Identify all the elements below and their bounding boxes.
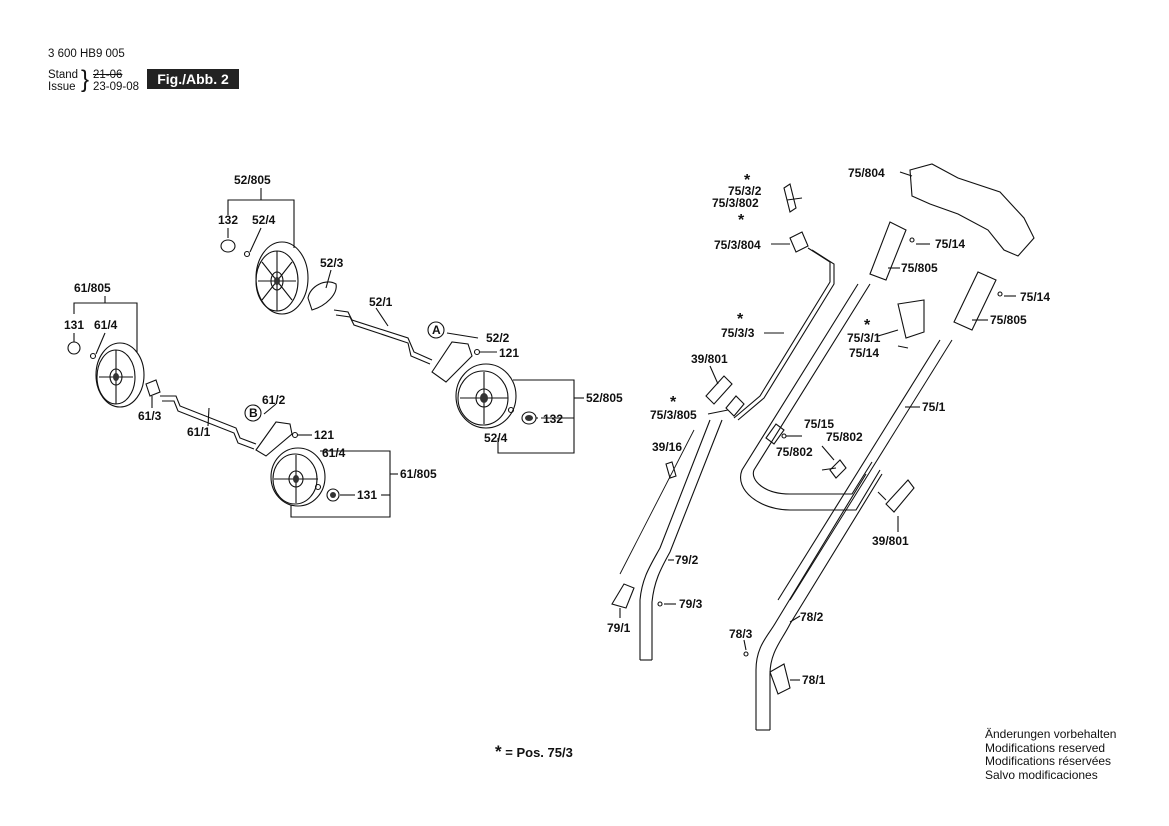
bracket-75-3-1: [897, 299, 925, 339]
hub-cap-131: [67, 341, 81, 355]
label-75-805-a: 75/805: [901, 261, 938, 275]
pin-39-16: [665, 461, 677, 479]
label-52-2: 52/2: [486, 331, 510, 345]
cable-clip-75-3-2: [783, 183, 797, 213]
label-75-14-c: 75/14: [849, 346, 879, 360]
part-75-802: [829, 459, 847, 479]
knob-39-801-left: [705, 375, 733, 405]
label-75-805-b: 75/805: [990, 313, 1027, 327]
callout-b-circle: [244, 404, 262, 422]
label-78-1: 78/1: [802, 673, 826, 687]
label-52-3: 52/3: [320, 256, 344, 270]
legend-asterisk: *: [495, 742, 502, 761]
label-39-801-left: 39/801: [691, 352, 728, 366]
asterisk-75-3-3: *: [737, 311, 744, 328]
label-75-3-1: 75/3/1: [847, 331, 881, 345]
legend-text: = Pos. 75/3: [505, 745, 573, 760]
bracket-52-2: [431, 341, 473, 383]
rear-wheel-upper: [255, 241, 309, 315]
note-fr: Modifications réservées: [985, 754, 1112, 768]
label-75-3-3: 75/3/3: [721, 326, 755, 340]
label-39-801-right: 39/801: [872, 534, 909, 548]
old-date: 21-06: [93, 69, 123, 81]
note-es: Salvo modificaciones: [985, 767, 1098, 782]
label-75-804: 75/804: [848, 166, 885, 180]
label-75-14-a: 75/14: [935, 237, 965, 251]
legend: * = Pos. 75/3: [495, 742, 573, 762]
label-75-14-b: 75/14: [1020, 290, 1050, 304]
callout-b: B: [249, 406, 258, 420]
brace-icon: }: [81, 66, 90, 93]
lower-handle-79-2: [639, 419, 711, 660]
label-75-3-805: 75/3/805: [650, 408, 697, 422]
label-61-4-bottom: 61/4: [322, 446, 346, 460]
label-79-2: 79/2: [675, 553, 699, 567]
label-132-top: 132: [218, 213, 238, 227]
note-de: Änderungen vorbehalten: [985, 727, 1117, 741]
label-131-bottom: 131: [357, 488, 377, 502]
clamp-79-1: [611, 583, 635, 609]
knob-39-801-right: [885, 479, 915, 513]
label-75-1: 75/1: [922, 400, 946, 414]
part-number: 3 600 HB9 005: [48, 48, 125, 60]
label-132-right: 132: [543, 412, 563, 426]
label-52-805-top: 52/805: [234, 173, 271, 187]
label-61-1: 61/1: [187, 425, 211, 439]
issue-label: Issue: [48, 81, 76, 93]
modification-notes: Änderungen vorbehalten Modifications res…: [985, 727, 1117, 782]
label-78-3: 78/3: [729, 627, 753, 641]
label-61-2: 61/2: [262, 393, 286, 407]
bracket-61-2: [255, 421, 293, 457]
axle-end-61-3: [145, 379, 161, 397]
upper-handle-75-1: [740, 283, 881, 511]
label-131-top: 131: [64, 318, 84, 332]
label-75-3-802: 75/3/802: [712, 196, 759, 210]
label-52-1: 52/1: [369, 295, 393, 309]
new-date: 23-09-08: [93, 81, 140, 93]
label-75-802-b: 75/802: [776, 445, 813, 459]
note-en: Modifications reserved: [985, 740, 1106, 755]
grip-75-805-b: [953, 271, 997, 331]
figure-label: Fig./Abb. 2: [147, 69, 239, 89]
lower-handle-78-2: [755, 473, 867, 730]
stand-label: Stand: [48, 69, 79, 81]
label-79-1: 79/1: [607, 621, 631, 635]
label-52-4-top: 52/4: [252, 213, 276, 227]
bracket-61-805-right: [290, 450, 391, 518]
bracket-52-805-right: [497, 379, 575, 454]
callout-a: A: [432, 323, 441, 337]
top-handle-75-804: [909, 163, 1035, 257]
grip-75-805-a: [869, 221, 907, 281]
asterisk-75-3-1: *: [864, 317, 871, 334]
asterisk-75-3-804: *: [738, 212, 745, 229]
label-75-802-a: 75/802: [826, 430, 863, 444]
label-75-3-2: 75/3/2: [728, 184, 762, 198]
asterisk-75-3-805: *: [670, 394, 677, 411]
label-121-a: 121: [499, 346, 519, 360]
label-52-4-bottom: 52/4: [484, 431, 508, 445]
label-75-3-804: 75/3/804: [714, 238, 761, 252]
label-79-3: 79/3: [679, 597, 703, 611]
label-75-15: 75/15: [804, 417, 834, 431]
switch-75-3-805: [725, 395, 745, 417]
asterisk-75-3-2: *: [744, 172, 751, 189]
label-61-805-right: 61/805: [400, 467, 437, 481]
front-wheel-upper: [95, 342, 145, 408]
label-121-b: 121: [314, 428, 334, 442]
label-61-4-top: 61/4: [94, 318, 118, 332]
label-39-16: 39/16: [652, 440, 682, 454]
callout-a-circle: [427, 321, 445, 339]
label-78-2: 78/2: [800, 610, 824, 624]
label-61-805-top: 61/805: [74, 281, 111, 295]
label-61-3: 61/3: [138, 409, 162, 423]
wheel-cover-52-3: [307, 281, 337, 311]
cable-lever-75-3-804: [789, 231, 809, 253]
clamp-78-1: [769, 663, 791, 695]
hub-cap-132: [220, 239, 236, 253]
axle-52-1: [333, 309, 433, 361]
knob-75-15: [765, 423, 785, 445]
hub-cap-131-right: [326, 488, 340, 502]
label-52-805-right: 52/805: [586, 391, 623, 405]
